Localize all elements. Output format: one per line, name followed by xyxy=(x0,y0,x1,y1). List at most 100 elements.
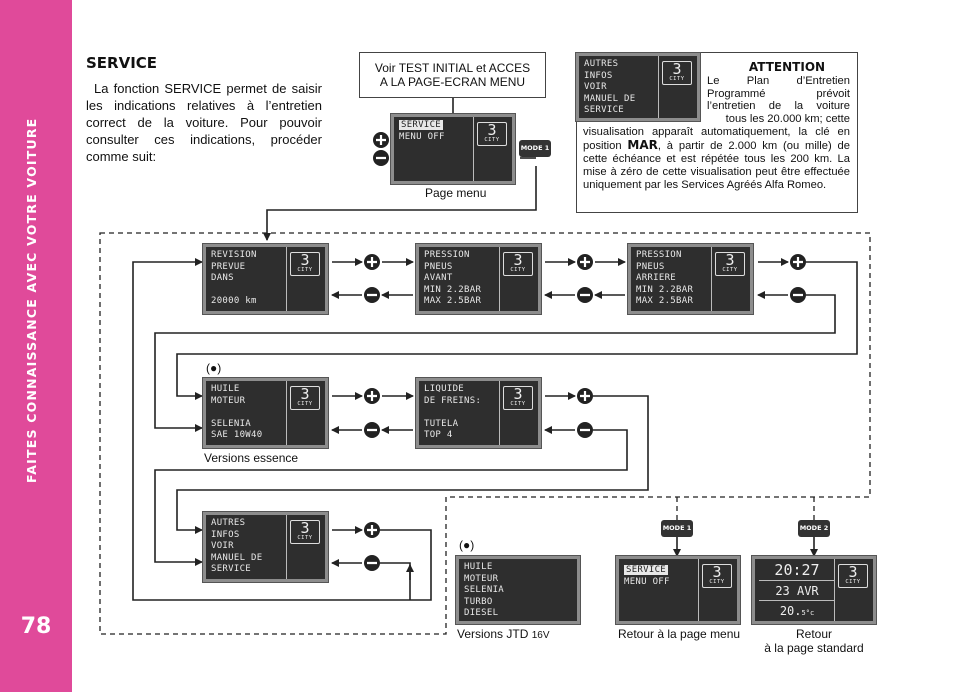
display-line xyxy=(211,285,257,297)
date-display: 23 AVR xyxy=(759,582,835,601)
gear-number: 3 xyxy=(513,251,523,269)
plus-minus-icons xyxy=(364,132,806,571)
display-divider xyxy=(834,559,873,621)
gear-number: 3 xyxy=(300,251,310,269)
attention-line: visualisation apparaît automatiquement, … xyxy=(583,126,850,138)
attention-lines: Le Plan d’Entretien Programmé prévoit l’… xyxy=(707,75,850,125)
attention-line: position MAR, à partir de 2.000 km (ou m… xyxy=(583,139,850,153)
display-line: REVISION xyxy=(211,250,257,260)
display-line: MANUEL DE xyxy=(211,552,263,563)
mode2-button: MODE 2 xyxy=(798,520,830,537)
gear-number: 3 xyxy=(513,385,523,403)
intro-paragraph: La fonction SERVICE permet de saisir les… xyxy=(86,81,322,164)
display-line: TUTELA xyxy=(424,418,459,429)
display-line: TOP 4 xyxy=(424,430,453,441)
callout-box: Voir TEST INITIAL et ACCES A LA PAGE-ECR… xyxy=(359,52,546,98)
display-line: MIN 2.2BAR xyxy=(424,284,482,295)
gear-mode: CITY xyxy=(709,579,725,585)
display-line: SAE 10W40 xyxy=(211,430,263,441)
gear-number: 3 xyxy=(672,60,682,78)
retour-standard-label: Retour à la page standard xyxy=(752,627,876,655)
attention-text: , à partir de 2.000 km (ou mille) de xyxy=(657,140,850,152)
sidebar-band: FAITES CONNAISSANCE AVEC VOTRE VOITURE 7… xyxy=(0,0,72,692)
mode1-button: MODE 1 xyxy=(661,520,693,537)
display-line: MAX 2.5BAR xyxy=(424,296,482,307)
display-line xyxy=(211,407,262,419)
footnote-marker: (●) xyxy=(206,361,222,375)
gear-mode: CITY xyxy=(297,535,313,541)
display-line: VOIR xyxy=(211,541,234,552)
display-line: MANUEL DE xyxy=(584,93,636,104)
gear-mode: CITY xyxy=(722,267,738,273)
clock-time: 20:27 xyxy=(759,560,835,581)
display-divider xyxy=(473,117,512,181)
attention-line: uniquement par les Services Agréés Alfa … xyxy=(583,179,827,191)
display-line: MENU OFF xyxy=(624,576,670,587)
temperature-display: 20.5°c xyxy=(759,602,835,622)
versions-jtd-suffix: 16V xyxy=(531,630,550,641)
display-line: 20000 km xyxy=(211,296,257,307)
gear-number: 3 xyxy=(725,251,735,269)
display-line: HUILE xyxy=(464,562,493,572)
display-line xyxy=(424,407,481,419)
menu-selected-service: SERVICE xyxy=(624,565,669,575)
display-divider xyxy=(286,381,325,445)
gear-mode: CITY xyxy=(510,401,526,407)
display-line: MOTEUR xyxy=(464,573,499,584)
gear-number: 3 xyxy=(487,121,497,139)
retour-standard-line: Retour xyxy=(795,627,833,641)
display-divider xyxy=(658,56,697,118)
temperature-value: 20. xyxy=(779,604,802,618)
display-divider xyxy=(711,247,750,311)
display-line: SERVICE xyxy=(584,105,625,116)
temperature-unit: 5°c xyxy=(801,609,815,617)
attention-line: l’entretien de la voiture xyxy=(707,100,850,113)
display-line: AUTRES xyxy=(584,59,619,69)
display-line: MOTEUR xyxy=(211,395,246,406)
display-line: SELENIA xyxy=(464,585,505,596)
attention-title: ATTENTION xyxy=(748,60,826,74)
display-divider xyxy=(698,559,737,621)
display-divider xyxy=(286,247,325,311)
display-line: MAX 2.5BAR xyxy=(636,296,694,307)
display-line: TURBO xyxy=(464,596,493,607)
attention-text: position xyxy=(583,140,628,152)
retour-standard-line: à la page standard xyxy=(764,641,864,655)
display-line: HUILE xyxy=(211,384,240,394)
key-position-mar: MAR xyxy=(627,138,658,152)
display-line: AVANT xyxy=(424,273,453,284)
gear-number: 3 xyxy=(848,563,858,581)
page-menu-label: Page menu xyxy=(425,186,487,200)
gear-mode: CITY xyxy=(484,137,500,143)
display-line: ARRIERE xyxy=(636,273,677,284)
display-line: INFOS xyxy=(211,529,240,540)
attention-line: Le Plan d’Entretien xyxy=(707,75,850,87)
attention-line: cette échéance et est répétée tous les 2… xyxy=(583,153,850,165)
versions-jtd-text: Versions JTD xyxy=(457,627,529,641)
display-divider xyxy=(499,381,538,445)
display-divider xyxy=(286,515,325,579)
display-line: PNEUS xyxy=(636,261,665,272)
display-line: SERVICE xyxy=(211,564,252,575)
display-line: PRESSION xyxy=(636,250,682,260)
display-divider xyxy=(499,247,538,311)
section-heading: SERVICE xyxy=(86,54,158,72)
display-line: PNEUS xyxy=(424,261,453,272)
